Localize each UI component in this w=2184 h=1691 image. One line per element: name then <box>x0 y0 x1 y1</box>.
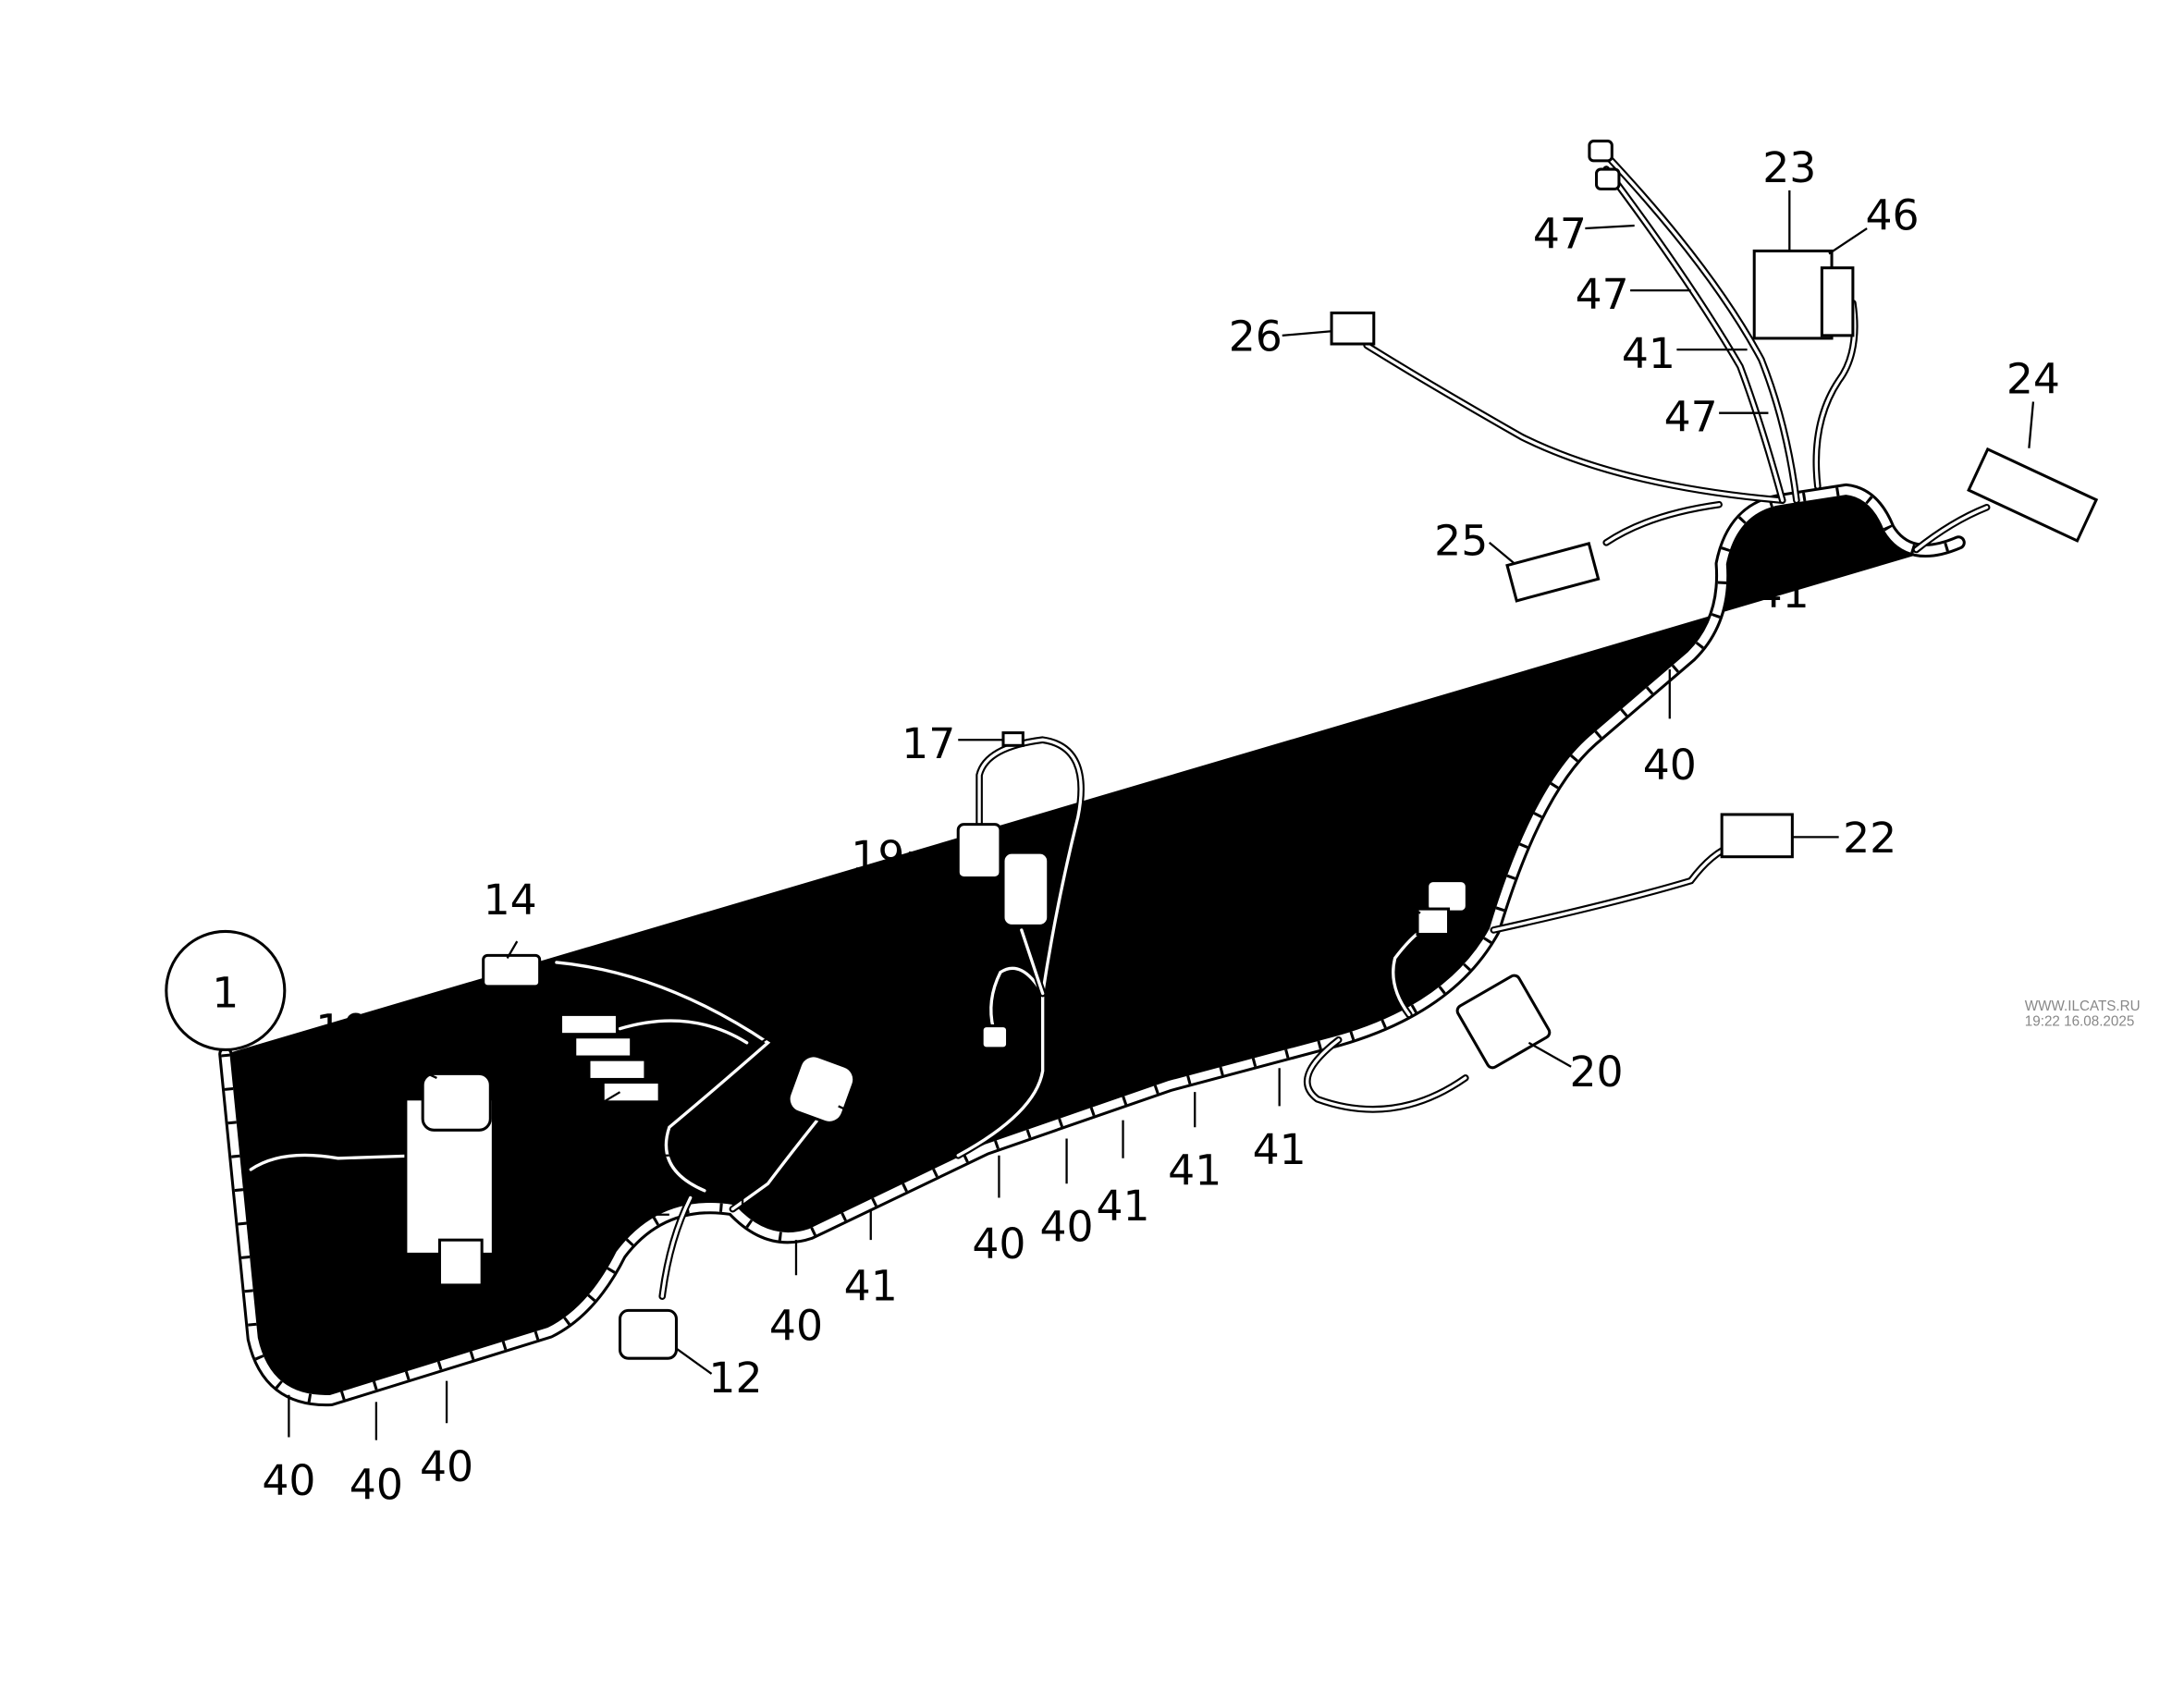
label-23: 23 <box>1762 143 1816 192</box>
wire <box>1814 301 1857 488</box>
wire <box>1602 500 1723 546</box>
watermark-timestamp: 19:22 16.08.2025 <box>2025 1014 2134 1030</box>
label-40: 40 <box>769 1301 823 1350</box>
label-46: 46 <box>1865 191 1919 240</box>
label-22: 22 <box>1843 814 1896 863</box>
label-41: 41 <box>844 1262 898 1311</box>
label-1: 1 <box>212 969 239 1018</box>
branch-wires <box>247 151 1991 1300</box>
connector-21 <box>1426 879 1468 913</box>
label-47: 47 <box>1664 392 1718 441</box>
connector-20 <box>1455 974 1552 1070</box>
label-40: 40 <box>1316 945 1369 994</box>
wire <box>1020 928 1045 996</box>
wire <box>249 1153 424 1171</box>
label-17: 17 <box>902 719 955 768</box>
connector-45 <box>1416 907 1451 937</box>
connector-19 <box>956 823 1002 880</box>
label-24: 24 <box>2006 354 2060 403</box>
connector-16 <box>1001 851 1050 927</box>
label-18: 18 <box>882 977 936 1026</box>
connector-10 <box>404 1072 495 1287</box>
wire <box>618 1019 749 1045</box>
label-12: 12 <box>708 1354 762 1403</box>
connector-47b <box>1595 167 1621 190</box>
label-40: 40 <box>804 967 858 1016</box>
label-40: 40 <box>350 1461 403 1510</box>
label-25: 25 <box>1434 517 1488 566</box>
leader-lines <box>288 190 2035 1440</box>
label-14: 14 <box>484 876 537 925</box>
label-41: 41 <box>543 1195 596 1244</box>
label-41: 41 <box>1756 569 1810 618</box>
label-20: 20 <box>1569 1048 1623 1097</box>
connector-17 <box>1001 731 1025 747</box>
connector-14 <box>482 953 542 988</box>
connector-18 <box>980 1024 1010 1050</box>
label-11: 11 <box>861 1115 914 1164</box>
watermark-site: WWW.ILCATS.RU <box>2025 999 2141 1014</box>
connectors <box>165 140 2099 1360</box>
label-13: 13 <box>530 1104 583 1153</box>
detail-circle-1 <box>165 929 287 1051</box>
wire <box>660 1195 693 1298</box>
wire <box>1490 841 1737 934</box>
label-41: 41 <box>716 1118 769 1167</box>
connector-11 <box>787 1054 856 1124</box>
connector-15 <box>558 1012 661 1104</box>
wire <box>730 1118 819 1211</box>
label-41: 41 <box>1096 1182 1149 1231</box>
label-40: 40 <box>583 1133 637 1182</box>
label-26: 26 <box>1229 312 1282 361</box>
wire <box>1306 1038 1467 1111</box>
connector-26 <box>1330 311 1376 346</box>
label-45: 45 <box>1319 862 1372 911</box>
label-40: 40 <box>420 1442 473 1491</box>
connector-25 <box>1505 542 1601 603</box>
label-42: 42 <box>1093 985 1147 1034</box>
watermark: WWW.ILCATS.RU 19:22 16.08.2025 <box>2025 999 2141 1030</box>
wire <box>1914 506 1989 552</box>
label-41: 41 <box>1168 1146 1221 1195</box>
wire <box>1604 153 1798 502</box>
wire <box>1491 843 1736 932</box>
label-21: 21 <box>1425 776 1478 825</box>
connector-22 <box>1720 813 1794 859</box>
label-41: 41 <box>1253 1125 1307 1174</box>
wire <box>1363 341 1786 504</box>
connector-47a <box>1588 140 1613 163</box>
label-47: 47 <box>1533 209 1587 258</box>
label-41: 41 <box>1622 329 1675 378</box>
label-16: 16 <box>903 896 957 945</box>
label-19: 19 <box>851 832 904 881</box>
label-15: 15 <box>462 1020 516 1069</box>
wire <box>1604 167 1785 502</box>
connector-46 <box>1820 266 1855 337</box>
label-40: 40 <box>262 1456 315 1505</box>
connector-12 <box>618 1308 678 1360</box>
label-42: 42 <box>889 1059 942 1108</box>
label-10: 10 <box>315 1005 369 1054</box>
label-40: 40 <box>1039 1203 1093 1252</box>
wire <box>989 966 1045 1031</box>
main-harness <box>226 490 1958 1399</box>
wire <box>1604 503 1721 545</box>
wire <box>1365 343 1785 502</box>
label-40: 40 <box>1643 741 1697 790</box>
connector-24 <box>1967 447 2099 543</box>
label-40: 40 <box>972 1219 1025 1268</box>
label-47: 47 <box>1576 270 1629 319</box>
connector-23 <box>1752 249 1834 340</box>
wire <box>1304 1035 1469 1113</box>
